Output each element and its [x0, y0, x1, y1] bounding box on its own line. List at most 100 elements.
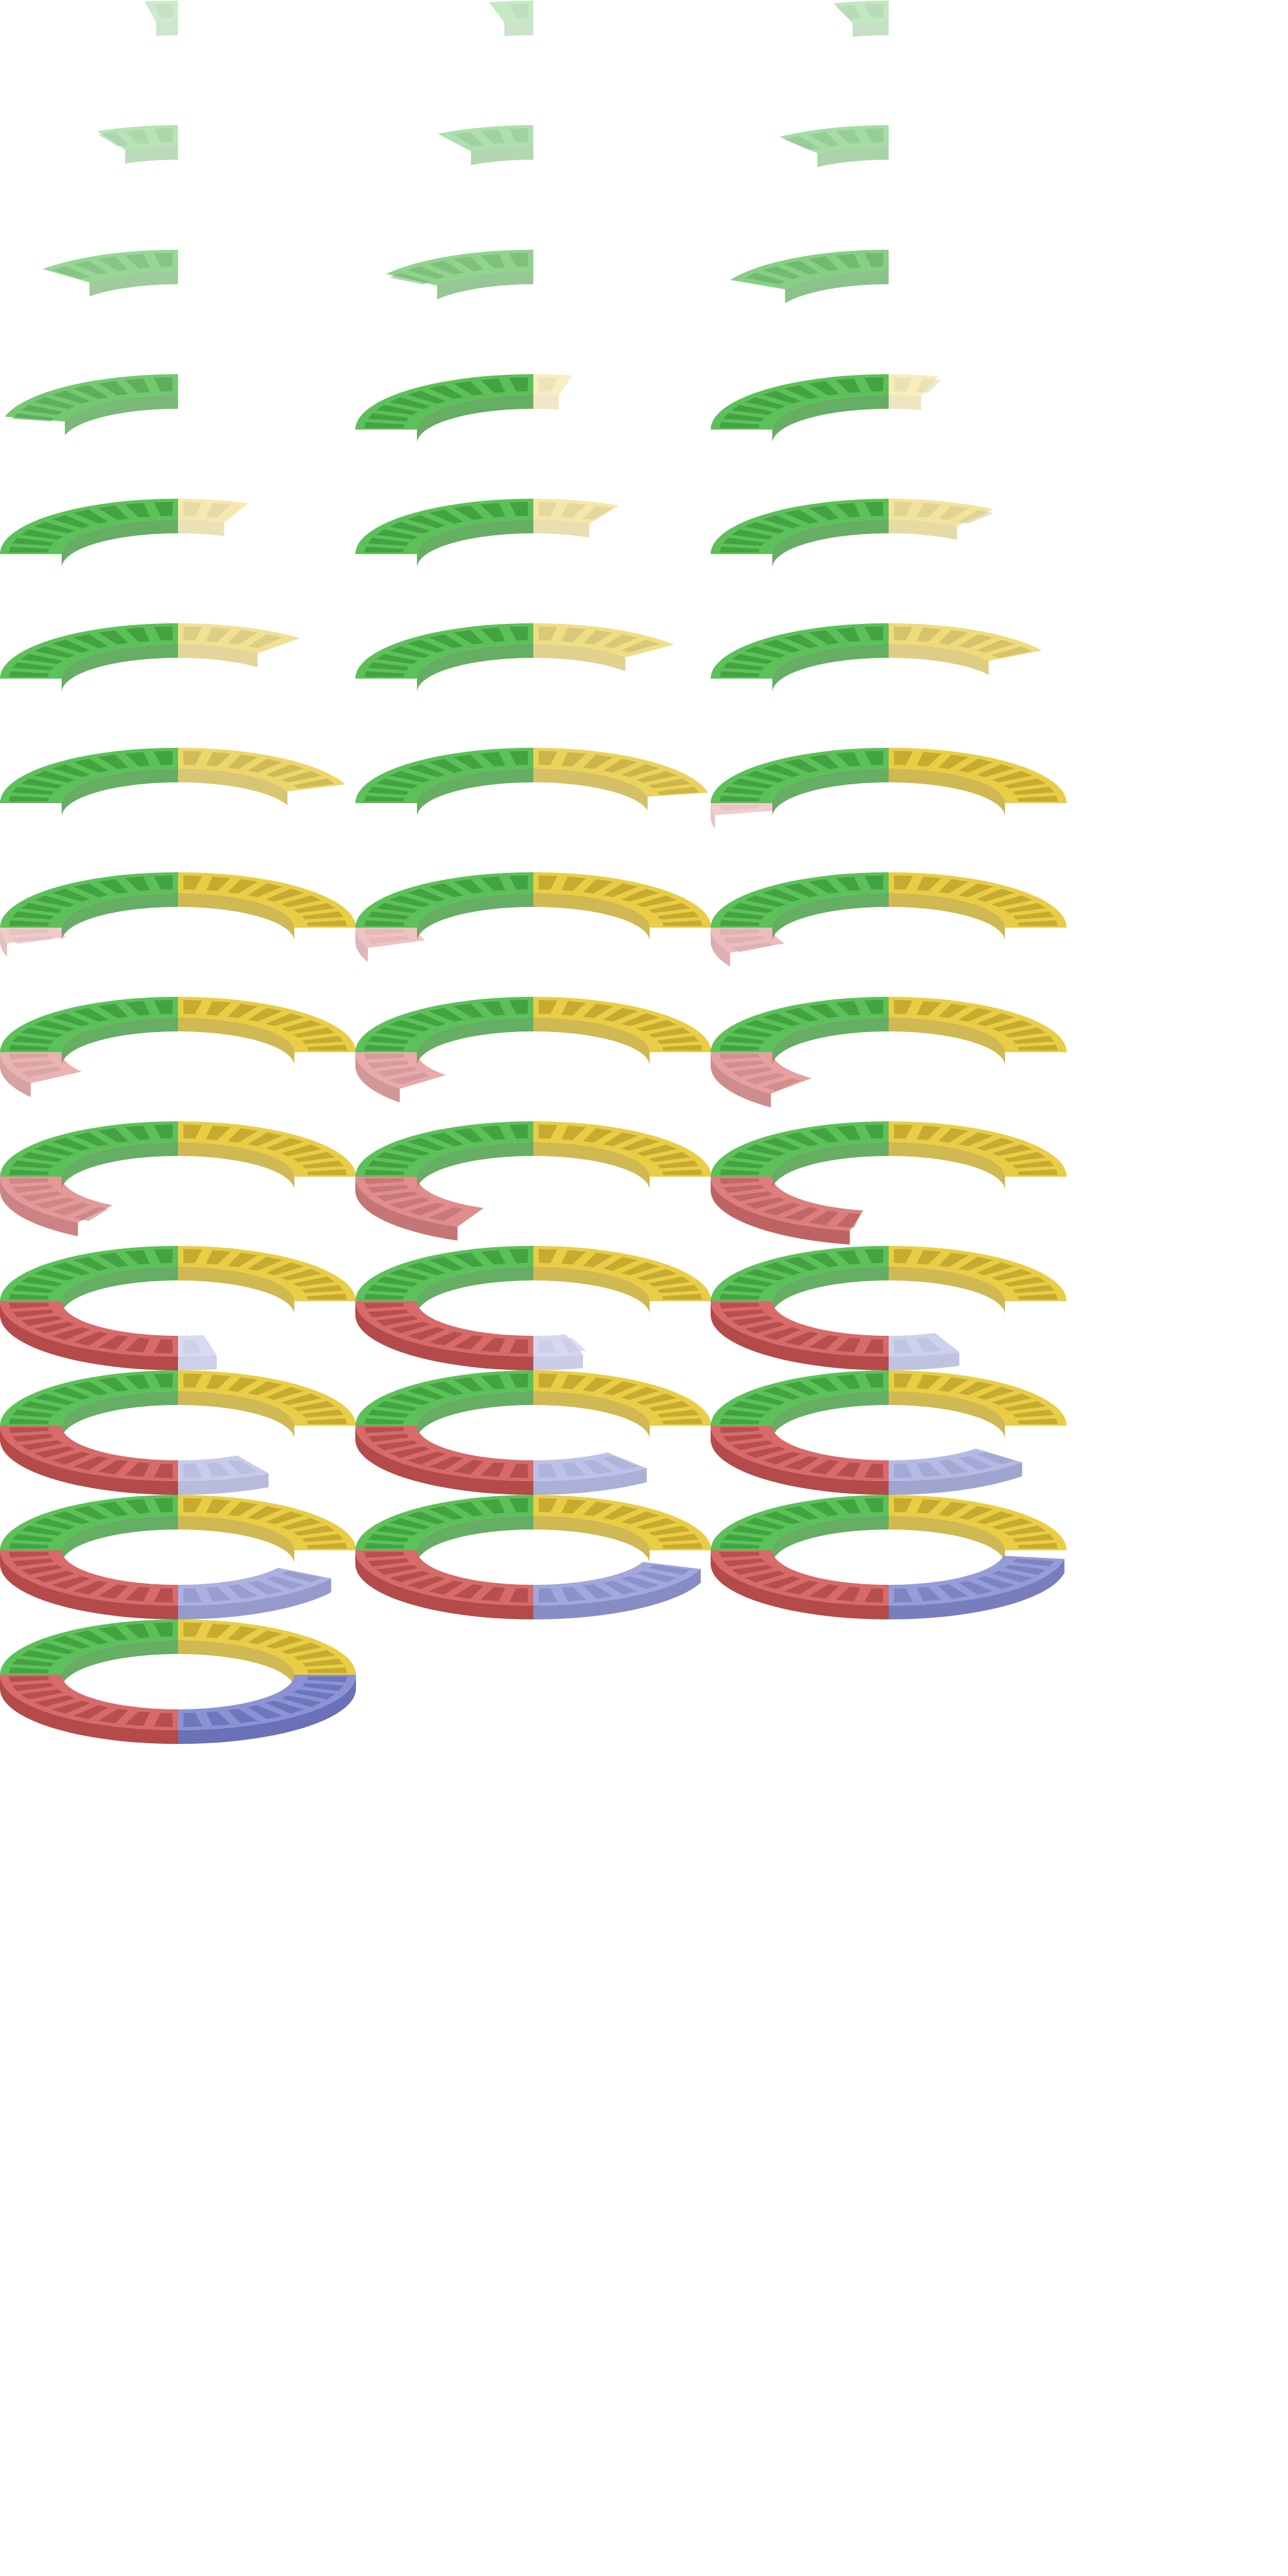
ring-key-bar	[657, 1534, 699, 1542]
ring-key-bar	[34, 521, 75, 534]
ring-segment-green-29	[711, 1121, 889, 1191]
ring-top-surface	[889, 1448, 1023, 1481]
ring-sprite	[711, 1495, 1067, 1619]
ring-key-bar	[73, 260, 108, 275]
ring-top-surface	[355, 997, 533, 1052]
ring-key-bar	[367, 1534, 409, 1542]
ring-inner-wall	[417, 1267, 533, 1315]
ring-outer-wall	[0, 1550, 178, 1619]
ring-key-bar	[12, 787, 54, 795]
ring-key-bar	[561, 627, 586, 642]
ring-key-bar	[153, 377, 173, 392]
ring-sprite	[0, 872, 356, 957]
ring-key-bar	[183, 1498, 203, 1513]
ring-top-surface	[889, 1121, 1067, 1177]
ring-key-bar	[364, 920, 404, 926]
ring-key-bar	[731, 778, 774, 789]
ring-key-bar	[636, 1144, 677, 1157]
ring-inner-wall	[417, 1516, 533, 1564]
ring-key-bar	[762, 1576, 801, 1589]
ring-key-bar	[407, 640, 446, 653]
ring-key-bar	[97, 505, 128, 520]
ring-top-surface	[711, 1495, 889, 1550]
ring-key-bar	[428, 1506, 464, 1520]
ring-key-bar	[52, 1701, 91, 1714]
ring-key-bar	[603, 1456, 638, 1470]
ring-key-bar	[864, 626, 884, 641]
ring-key-bar	[367, 911, 409, 919]
ring-key-bar	[376, 653, 418, 664]
ring-key-bar	[389, 1269, 430, 1281]
ring-key-bar	[153, 502, 173, 516]
ring-key-bar	[389, 1321, 430, 1334]
ring-key-bar	[183, 1713, 203, 1727]
ring-key-bar	[992, 1019, 1033, 1032]
ring-top-surface	[355, 374, 533, 430]
ring-key-bar	[9, 920, 49, 926]
ring-key-bar	[428, 883, 464, 897]
ring-key-bar	[34, 1019, 75, 1032]
ring-key-bar	[784, 1331, 819, 1346]
ring-inner-wall	[852, 21, 889, 37]
ring-inner-wall	[772, 644, 889, 692]
ring-segment-yellow-27	[178, 1121, 356, 1191]
ring-key-bar	[1004, 778, 1046, 789]
ring-key-bar	[307, 1294, 347, 1300]
ring-key-bar	[723, 662, 765, 670]
ring-top-surface	[0, 1550, 178, 1606]
ring-key-bar	[745, 1446, 786, 1458]
ring-key-bar	[745, 272, 786, 285]
ring-key-bar	[731, 529, 774, 540]
ring-key-bar	[916, 1250, 941, 1265]
ring-segment-green-36	[0, 1495, 178, 1564]
ring-sprite	[0, 1619, 356, 1744]
ring-top-surface	[178, 1335, 217, 1357]
ring-key-bar	[125, 1587, 150, 1602]
ring-key-bar	[52, 889, 91, 902]
ring-segment-red-36	[0, 1550, 178, 1619]
ring-key-bar	[73, 1506, 108, 1520]
ring-segment-blue-39	[178, 1675, 356, 1744]
ring-key-bar	[153, 1000, 173, 1014]
ring-key-bar	[407, 764, 446, 777]
ring-key-bar	[723, 1285, 765, 1293]
ring-key-bar	[407, 391, 446, 404]
ring-top-surface	[355, 1301, 533, 1357]
ring-key-bar	[1013, 1558, 1055, 1567]
ring-key-bar	[389, 1019, 430, 1032]
ring-key-bar	[992, 895, 1033, 908]
ring-key-bar	[9, 1045, 49, 1051]
ring-key-bar	[428, 509, 464, 524]
ring-key-bar	[894, 1339, 913, 1353]
ring-key-bar	[248, 1257, 283, 1271]
ring-inner-wall	[62, 1142, 178, 1191]
ring-key-bar	[958, 1456, 994, 1470]
ring-key-bar	[73, 509, 108, 524]
ring-top-surface	[730, 250, 889, 289]
ring-key-bar	[389, 646, 430, 658]
ring-key-bar	[97, 1252, 128, 1267]
ring-key-bar	[864, 1374, 884, 1388]
ring-key-bar	[367, 1160, 409, 1169]
ring-key-bar	[723, 936, 765, 944]
ring-key-bar	[916, 1587, 941, 1602]
ring-key-bar	[864, 502, 884, 516]
ring-key-bar	[916, 876, 941, 891]
ring-key-bar	[367, 1036, 409, 1044]
ring-top-surface	[386, 250, 533, 286]
ring-top-surface	[533, 748, 708, 797]
ring-key-bar	[938, 1460, 969, 1475]
ring-segment-blue-32	[889, 1333, 960, 1370]
ring-key-bar	[125, 1338, 150, 1353]
ring-key-bar	[428, 1580, 464, 1595]
ring-outer-wall	[711, 1550, 889, 1619]
ring-key-bar	[745, 1269, 786, 1281]
ring-top-surface	[355, 928, 425, 948]
ring-key-bar	[389, 521, 430, 534]
ring-key-bar	[864, 1463, 884, 1478]
ring-key-bar	[389, 770, 430, 783]
ring-segment-yellow-28	[533, 1121, 711, 1191]
ring-key-bar	[293, 778, 335, 789]
ring-key-bar	[657, 787, 699, 795]
ring-top-surface	[355, 499, 533, 554]
